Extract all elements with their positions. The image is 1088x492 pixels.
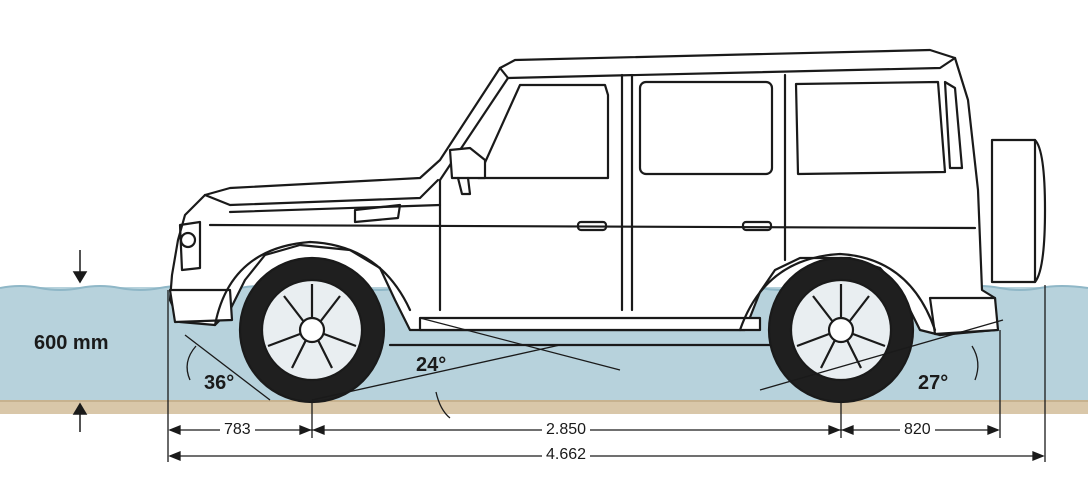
rear-overhang-label: 820 xyxy=(900,421,935,439)
offroad-suv-side-view-icon xyxy=(168,48,1047,347)
angle-lines xyxy=(184,317,1004,419)
wading-depth-arrows xyxy=(72,250,88,432)
departure-angle-arc xyxy=(971,345,979,381)
ground-strip xyxy=(0,400,1088,414)
approach-angle-label: 36° xyxy=(204,372,235,394)
breakover-angle-line-1 xyxy=(311,344,561,401)
approach-angle-arc xyxy=(186,345,197,381)
departure-angle-label: 27° xyxy=(918,372,949,394)
front-wheel xyxy=(238,256,386,404)
front-overhang-label: 783 xyxy=(220,421,255,439)
rear-wheel xyxy=(767,256,915,404)
wheelbase-label: 2.850 xyxy=(542,421,591,439)
breakover-angle-label: 24° xyxy=(416,354,447,376)
departure-angle-line xyxy=(759,319,1004,391)
breakover-angle-arc xyxy=(435,391,451,419)
wading-depth-label: 600 mm xyxy=(34,332,109,354)
overall-length-label: 4.662 xyxy=(542,446,591,464)
breakover-angle-line-2 xyxy=(419,317,621,371)
approach-angle-line xyxy=(184,334,271,401)
